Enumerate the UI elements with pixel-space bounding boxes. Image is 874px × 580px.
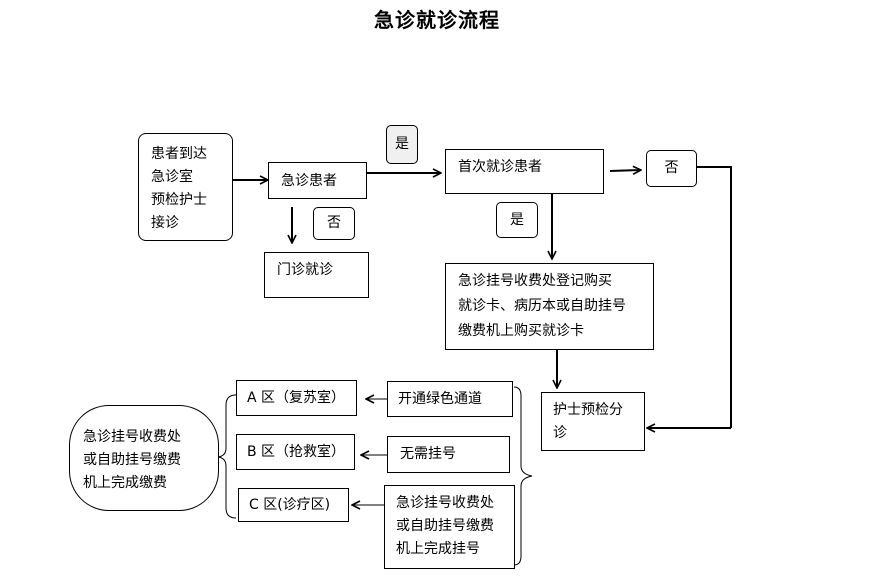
arrive-line-4: 接诊 xyxy=(151,215,179,231)
zone-c-box: C 区(诊疗区) xyxy=(238,488,349,522)
zone-c-label: C 区(诊疗区) xyxy=(249,497,331,513)
complete-registration-line-2: 或自助挂号缴费 xyxy=(396,518,494,534)
register-line-2: 就诊卡、病历本或自助挂号 xyxy=(458,298,626,314)
emergency-patient-box: 急诊患者 xyxy=(268,162,367,199)
arrive-line-3: 预检护士 xyxy=(151,192,207,208)
no-registration-box: 无需挂号 xyxy=(387,436,510,473)
page-title: 急诊就诊流程 xyxy=(374,8,500,32)
no-registration-label: 无需挂号 xyxy=(400,446,456,462)
arrive-line-1: 患者到达 xyxy=(151,146,207,162)
arrive-box: 患者到达 急诊室 预检护士 接诊 xyxy=(138,133,233,241)
register-line-1: 急诊挂号收费处登记购买 xyxy=(458,273,612,289)
complete-registration-line-1: 急诊挂号收费处 xyxy=(396,495,494,511)
first-visit-label: 首次就诊患者 xyxy=(458,159,542,175)
outpatient-label: 门诊就诊 xyxy=(277,262,333,278)
no-label-first-visit: 否 xyxy=(646,150,697,187)
brace-right xyxy=(513,386,533,566)
triage-line-1: 护士预检分 xyxy=(553,402,623,418)
arrow-first-visit-to-no xyxy=(609,170,641,171)
yes-label-top: 是 xyxy=(386,125,418,164)
zone-a-box: A 区（复苏室） xyxy=(236,380,357,416)
yes-label-register: 是 xyxy=(496,202,538,238)
arrive-line-2: 急诊室 xyxy=(151,169,193,185)
payment-line-2: 或自助挂号缴费 xyxy=(83,452,181,468)
complete-registration-box: 急诊挂号收费处 或自助挂号缴费 机上完成挂号 xyxy=(384,485,515,569)
payment-line-3: 机上完成缴费 xyxy=(83,475,167,491)
no-label-outpatient: 否 xyxy=(313,207,355,240)
connector-no-to-triage xyxy=(697,166,732,428)
emergency-patient-label: 急诊患者 xyxy=(281,173,337,189)
complete-registration-line-3: 机上完成挂号 xyxy=(396,541,480,557)
register-line-3: 缴费机上购买就诊卡 xyxy=(458,323,584,339)
brace-left xyxy=(217,394,237,519)
first-visit-box: 首次就诊患者 xyxy=(445,149,604,194)
zone-a-label: A 区（复苏室） xyxy=(247,390,346,406)
green-channel-label: 开通绿色通道 xyxy=(398,391,482,407)
payment-line-1: 急诊挂号收费处 xyxy=(83,429,181,445)
triage-box: 护士预检分 诊 xyxy=(541,392,645,451)
zone-b-box: B 区（抢救室） xyxy=(236,434,355,470)
outpatient-box: 门诊就诊 xyxy=(264,252,369,298)
triage-line-2: 诊 xyxy=(553,425,567,441)
green-channel-box: 开通绿色通道 xyxy=(387,381,513,417)
register-box: 急诊挂号收费处登记购买 就诊卡、病历本或自助挂号 缴费机上购买就诊卡 xyxy=(445,263,654,350)
payment-box: 急诊挂号收费处 或自助挂号缴费 机上完成缴费 xyxy=(69,405,219,511)
zone-b-label: B 区（抢救室） xyxy=(247,444,346,460)
